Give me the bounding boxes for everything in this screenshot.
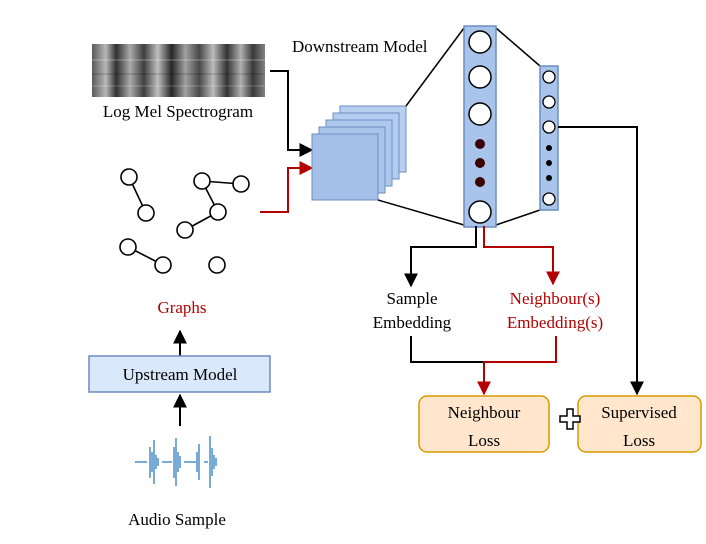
log-mel-label: Log Mel Spectrogram <box>103 102 253 121</box>
neighbour-loss-label-line1: Neighbour <box>448 403 521 422</box>
arrow-graphs-to-downstream <box>260 161 314 213</box>
sample-embedding-label-line1: Sample <box>387 289 438 308</box>
dense-layer-2 <box>539 65 559 211</box>
layer2-neurons <box>542 70 556 206</box>
plus-icon <box>559 408 581 430</box>
arrow-to-neighbour-embedding <box>483 226 560 286</box>
sample-embedding-label-line2: Embedding <box>373 313 452 332</box>
supervised-loss-label-line1: Supervised <box>601 403 677 422</box>
downstream-model-stack[interactable] <box>311 105 407 201</box>
neighbour-loss-box[interactable] <box>418 395 550 453</box>
audio-sample-label: Audio Sample <box>128 510 226 529</box>
upstream-model-label: Upstream Model <box>123 365 238 384</box>
upstream-model-box[interactable] <box>88 355 271 393</box>
stack-to-layer-lines <box>377 27 541 226</box>
neighbour-loss-label-line2: Loss <box>468 431 500 450</box>
dense-layer-1 <box>463 25 497 228</box>
supervised-loss-label-line2: Loss <box>623 431 655 450</box>
neighbour-embedding-label-line2: Embedding(s) <box>507 313 603 332</box>
arrow-to-sample-embedding <box>404 226 477 288</box>
arrow-to-supervised-loss <box>558 126 644 396</box>
layer1-neurons <box>468 30 492 224</box>
spectrogram-image <box>92 44 265 97</box>
downstream-model-title: Downstream Model <box>292 37 428 56</box>
arrow-spectrogram-to-downstream <box>270 70 314 157</box>
neighbour-embedding-label-line1: Neighbour(s) <box>510 289 601 308</box>
supervised-loss-box[interactable] <box>577 395 702 453</box>
sample-merge-line <box>410 336 484 363</box>
arrow-to-neighbour-loss <box>477 336 557 396</box>
graph-icon <box>119 168 250 274</box>
audio-waveform-icon <box>135 436 217 488</box>
graphs-label: Graphs <box>157 298 206 317</box>
